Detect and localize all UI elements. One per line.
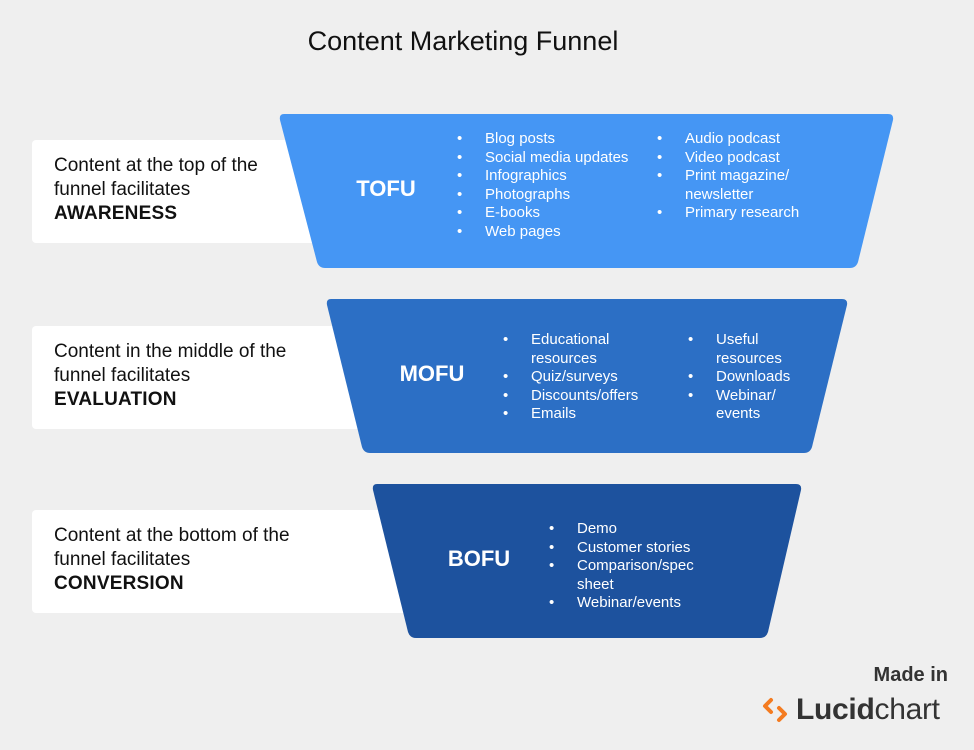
list-item: Demo: [549, 520, 694, 539]
list-item: Downloads: [688, 368, 790, 387]
bofu-label: BOFU: [447, 546, 511, 571]
mofu-description-line1: Content in the middle of the: [54, 341, 287, 362]
list-item: Web pages: [457, 223, 628, 242]
mofu-description-emphasis: EVALUATION: [54, 389, 177, 410]
list-item: Infographics: [457, 167, 628, 186]
list-item: Customer stories: [549, 539, 694, 558]
logo-text-light: chart: [874, 693, 941, 726]
list-item: Blog posts: [457, 130, 628, 149]
list-item: Primary research: [657, 204, 799, 223]
list-item: Educational: [503, 331, 638, 350]
lucidchart-mark-icon: [763, 698, 787, 722]
list-item: Comparison/spec: [549, 557, 694, 576]
tofu-description-line2: funnel facilitates: [54, 179, 191, 200]
list-item: E-books: [457, 204, 628, 223]
list-item: Useful: [688, 331, 790, 350]
list-item-continuation: newsletter: [685, 185, 754, 203]
tofu-list-right: Audio podcast Video podcast Print magazi…: [657, 130, 799, 223]
list-item: Discounts/offers: [503, 387, 638, 406]
list-item: Print magazine/: [657, 167, 799, 186]
list-item: Video podcast: [657, 149, 799, 168]
list-item: Webinar/: [688, 387, 790, 406]
list-item: Photographs: [457, 186, 628, 205]
logo-text-bold: Lucid: [796, 693, 875, 726]
tofu-description-emphasis: AWARENESS: [54, 203, 178, 224]
list-item-continuation: resources: [716, 349, 782, 367]
list-item: Webinar/events: [549, 594, 694, 613]
mofu-label: MOFU: [399, 361, 465, 386]
tofu-description-line1: Content at the top of the: [54, 155, 258, 176]
bofu-list: Demo Customer stories Comparison/spec sh…: [549, 520, 694, 613]
mofu-description-card: Content in the middle of the funnel faci…: [32, 326, 367, 429]
list-item: Quiz/surveys: [503, 368, 638, 387]
mofu-list-left: Educational resources Quiz/surveys Disco…: [503, 331, 638, 424]
tofu-description-card: Content at the top of the funnel facilit…: [32, 140, 332, 243]
list-item: Audio podcast: [657, 130, 799, 149]
list-item-continuation: events: [716, 405, 761, 422]
list-item: Social media updates: [457, 149, 628, 168]
tofu-list-left: Blog posts Social media updates Infograp…: [457, 130, 628, 241]
made-in-label: Made in: [873, 664, 948, 686]
lucidchart-wordmark: Lucidchart: [796, 693, 940, 727]
mofu-description-line2: funnel facilitates: [54, 365, 191, 386]
list-item-continuation: resources: [531, 349, 597, 367]
tofu-label: TOFU: [356, 176, 416, 201]
bofu-description-card: Content at the bottom of the funnel faci…: [32, 510, 412, 613]
page-title: Content Marketing Funnel: [307, 26, 619, 56]
list-item-continuation: sheet: [577, 575, 614, 593]
bofu-description-emphasis: CONVERSION: [54, 573, 184, 594]
mofu-list-right: Useful resources Downloads Webinar/ even…: [688, 331, 790, 424]
lucidchart-logo: Lucidchart: [762, 692, 940, 728]
list-item: Emails: [503, 405, 638, 424]
bofu-description-line2: funnel facilitates: [54, 549, 191, 570]
bofu-description-line1: Content at the bottom of the: [54, 525, 290, 546]
